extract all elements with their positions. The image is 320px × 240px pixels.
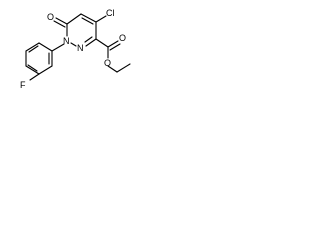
atom-ring-oxygen: O (47, 12, 54, 22)
atom-chlorine: Cl (106, 8, 115, 18)
bond-n2-n1 (70, 42, 77, 47)
bond-ester-c-carbonyl-o (107, 40, 119, 48)
atom-fluorine: F (20, 80, 26, 90)
atom-nitrogen-1: N (63, 36, 70, 46)
bond-c3-n2 (85, 38, 97, 47)
bond-ch2-ch3 (116, 63, 131, 73)
bond-c3-ester-c (95, 38, 109, 48)
structure-drawing: F N N O Cl O O (20, 8, 131, 90)
bond-ar-inner-3 (28, 45, 39, 53)
bond-ester-c-carbonyl-o-double (109, 43, 121, 51)
bond-ar3-ar4 (25, 65, 40, 75)
molecule-diagram: F N N O Cl O O (0, 0, 153, 96)
bond-c6-oxo (55, 17, 68, 25)
bond-c6-c5 (66, 13, 82, 25)
bond-c4-cl (95, 15, 107, 23)
bond-ar-f (29, 73, 40, 81)
bond-ar6-ar1 (38, 42, 53, 52)
bond-c6-oxo-double (53, 20, 66, 28)
bond-n1-aryl (51, 43, 65, 52)
atom-carbonyl-oxygen: O (119, 33, 126, 43)
bond-o-ch2 (107, 65, 118, 73)
atom-ester-oxygen: O (104, 58, 111, 68)
bond-c5-c4 (80, 13, 97, 23)
bond-c5-c4-double (81, 17, 94, 25)
bond-ar5-ar6 (25, 42, 40, 52)
bond-ar2-ar3 (38, 65, 53, 75)
bond-ar-inner-2 (27, 64, 38, 72)
atom-nitrogen-2: N (77, 43, 84, 53)
bond-c3-n2-double (84, 36, 93, 43)
